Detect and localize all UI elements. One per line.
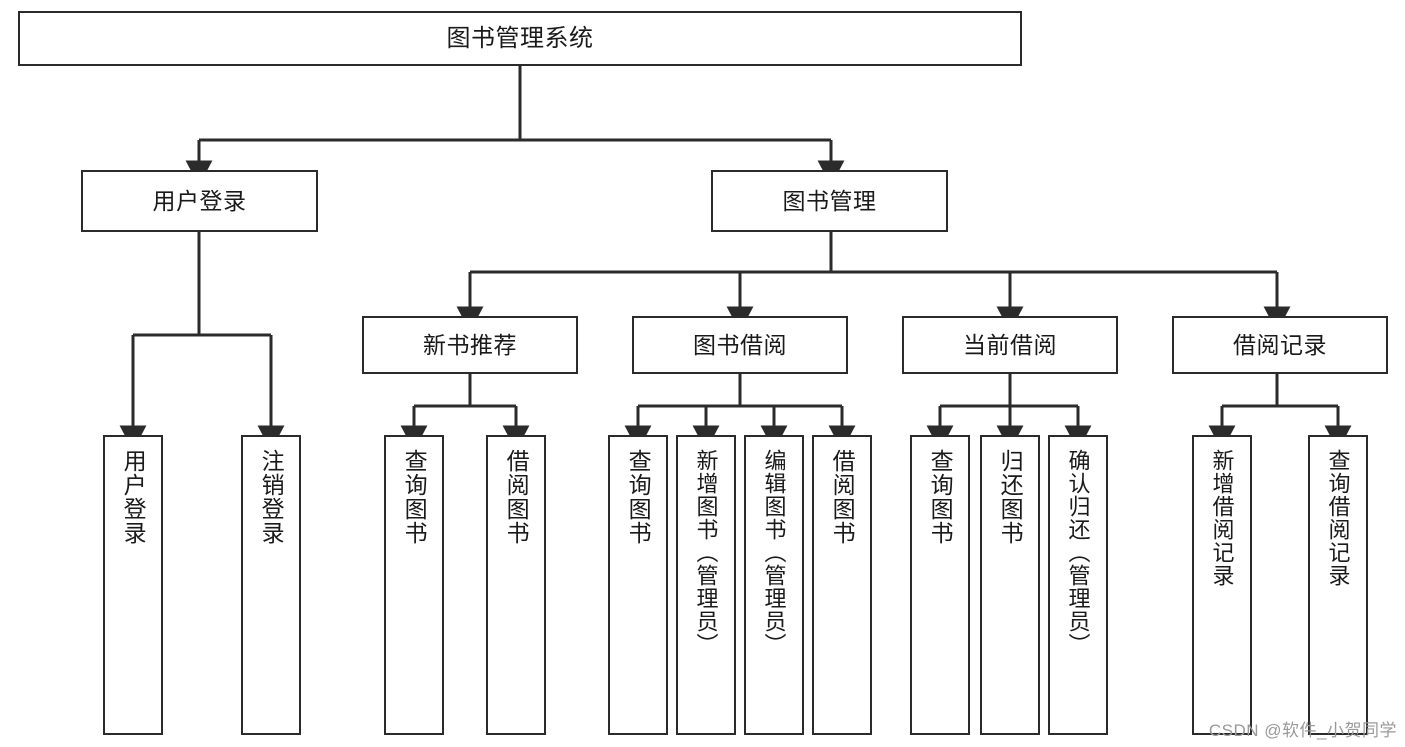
- node-label: 新书推荐: [423, 331, 517, 358]
- csdn-watermark: CSDN @软件_小贺同学: [1208, 721, 1397, 740]
- node-label: 图书管理: [782, 187, 877, 214]
- leaf-add-book-admin[interactable]: 新增图书（管理员）: [676, 435, 736, 735]
- node-new-book-recommend[interactable]: 新书推荐: [362, 316, 578, 374]
- node-label: 查询图书: [927, 449, 954, 545]
- leaf-borrow-book[interactable]: 借阅图书: [812, 435, 872, 735]
- leaf-borrow-book-recommend[interactable]: 借阅图书: [486, 435, 546, 735]
- node-label: 用户登录: [120, 449, 147, 545]
- node-user-login[interactable]: 用户登录: [81, 170, 318, 232]
- node-label: 借阅图书: [503, 449, 530, 545]
- node-book-management-system[interactable]: 图书管理系统: [18, 11, 1022, 66]
- leaf-query-borrow-record[interactable]: 查询借阅记录: [1308, 435, 1368, 735]
- leaf-confirm-return-admin[interactable]: 确认归还（管理员）: [1048, 435, 1108, 735]
- node-label: 注销登录: [258, 449, 285, 545]
- node-label: 用户登录: [152, 187, 247, 214]
- leaf-query-book-recommend[interactable]: 查询图书: [384, 435, 444, 735]
- node-book-borrow[interactable]: 图书借阅: [632, 316, 848, 374]
- node-label: 查询图书: [401, 449, 428, 545]
- node-label: 归还图书: [997, 449, 1024, 545]
- node-label: 当前借阅: [963, 331, 1057, 358]
- node-current-borrow[interactable]: 当前借阅: [902, 316, 1118, 374]
- node-label: 图书借阅: [693, 331, 787, 358]
- node-label: 编辑图书（管理员）: [761, 449, 787, 656]
- leaf-return-book[interactable]: 归还图书: [980, 435, 1040, 735]
- leaf-query-book-borrow[interactable]: 查询图书: [608, 435, 668, 735]
- node-label: 查询借阅记录: [1325, 449, 1351, 587]
- leaf-query-book-current[interactable]: 查询图书: [910, 435, 970, 735]
- node-label: 借阅图书: [829, 449, 856, 545]
- node-label: 查询图书: [625, 449, 652, 545]
- node-label: 确认归还（管理员）: [1065, 449, 1091, 656]
- leaf-edit-book-admin[interactable]: 编辑图书（管理员）: [744, 435, 804, 735]
- node-label: 新增借阅记录: [1209, 449, 1235, 587]
- node-label: 借阅记录: [1233, 331, 1327, 358]
- leaf-add-borrow-record[interactable]: 新增借阅记录: [1192, 435, 1252, 735]
- node-borrow-record[interactable]: 借阅记录: [1172, 316, 1388, 374]
- node-book-management[interactable]: 图书管理: [711, 170, 948, 232]
- node-label: 新增图书（管理员）: [693, 449, 719, 656]
- node-label: 图书管理系统: [446, 24, 594, 52]
- leaf-logout-login[interactable]: 注销登录: [241, 435, 301, 735]
- leaf-user-login[interactable]: 用户登录: [103, 435, 163, 735]
